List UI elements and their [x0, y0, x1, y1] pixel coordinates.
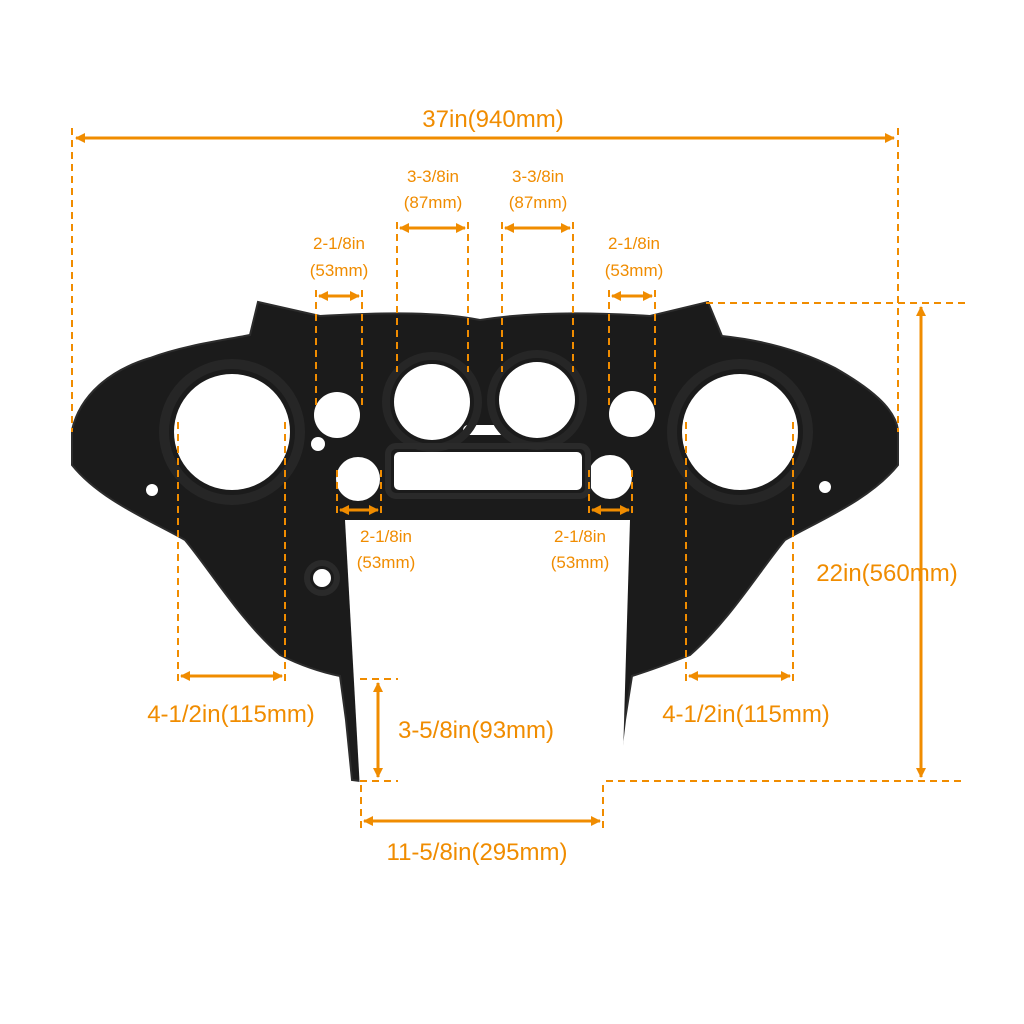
upper-small-right-label-in: 2-1/8in: [608, 234, 660, 253]
dimension-labels: 37in(940mm) 3-3/8in (87mm) 3-3/8in (87mm…: [147, 106, 958, 866]
speaker-right-label: 4-1/2in(115mm): [662, 701, 830, 728]
upper-small-left-label-mm: (53mm): [310, 261, 369, 280]
upper-small-left-label-in: 2-1/8in: [313, 234, 365, 253]
lower-small-right-label-in: 2-1/8in: [554, 527, 606, 546]
fairing-part: [71, 300, 899, 784]
gauge-right-label-mm: (87mm): [509, 193, 568, 212]
leg-height-label: 3-5/8in(93mm): [398, 717, 554, 744]
fairing-body: [71, 300, 899, 784]
overall-width-label: 37in(940mm): [422, 106, 563, 133]
switch-boss: [304, 560, 340, 596]
leg-spacing-label: 11-5/8in(295mm): [387, 839, 568, 866]
gauge-left-label-in: 3-3/8in: [407, 167, 459, 186]
upper-small-right-label-mm: (53mm): [605, 261, 664, 280]
speaker-left-label: 4-1/2in(115mm): [147, 701, 315, 728]
dimension-lines: [71, 128, 965, 832]
lower-small-right-label-mm: (53mm): [551, 553, 610, 572]
overall-height-label: 22in(560mm): [816, 560, 957, 587]
speaker-rim-right: [667, 359, 813, 505]
gauge-right-label-in: 3-3/8in: [512, 167, 564, 186]
speaker-rim-left: [159, 359, 305, 505]
lower-small-left-label-mm: (53mm): [357, 553, 416, 572]
gauge-left-label-mm: (87mm): [404, 193, 463, 212]
lower-small-left-label-in: 2-1/8in: [360, 527, 412, 546]
